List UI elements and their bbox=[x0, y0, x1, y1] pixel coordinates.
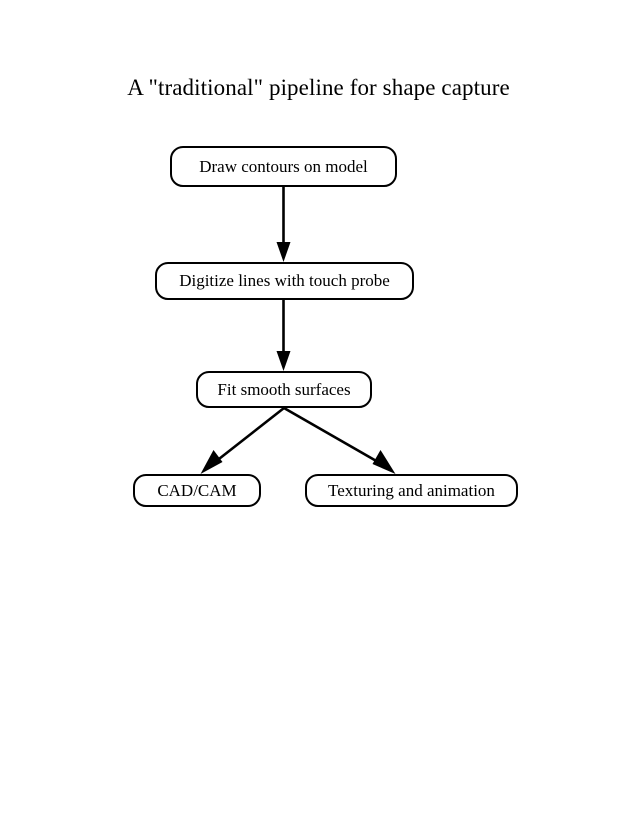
node-fit-surfaces-label: Fit smooth surfaces bbox=[217, 379, 351, 399]
node-fit-surfaces[interactable]: Fit smooth surfaces bbox=[196, 371, 372, 408]
page-title: A "traditional" pipeline for shape captu… bbox=[127, 75, 510, 100]
node-draw-contours[interactable]: Draw contours on model bbox=[170, 146, 397, 187]
node-cad-cam-label: CAD/CAM bbox=[157, 480, 237, 500]
node-texturing[interactable]: Texturing and animation bbox=[305, 474, 518, 507]
node-texturing-label: Texturing and animation bbox=[328, 480, 495, 500]
node-digitize-lines[interactable]: Digitize lines with touch probe bbox=[155, 262, 414, 300]
edge-contours-to-digitize bbox=[276, 187, 291, 262]
edge-fit-to-texturing bbox=[283, 406, 396, 474]
node-cad-cam[interactable]: CAD/CAM bbox=[133, 474, 261, 507]
node-digitize-lines-label: Digitize lines with touch probe bbox=[179, 271, 390, 290]
edge-fit-to-cadcam bbox=[200, 406, 285, 474]
node-draw-contours-label: Draw contours on model bbox=[199, 156, 368, 176]
edge-digitize-to-fit bbox=[276, 300, 291, 371]
